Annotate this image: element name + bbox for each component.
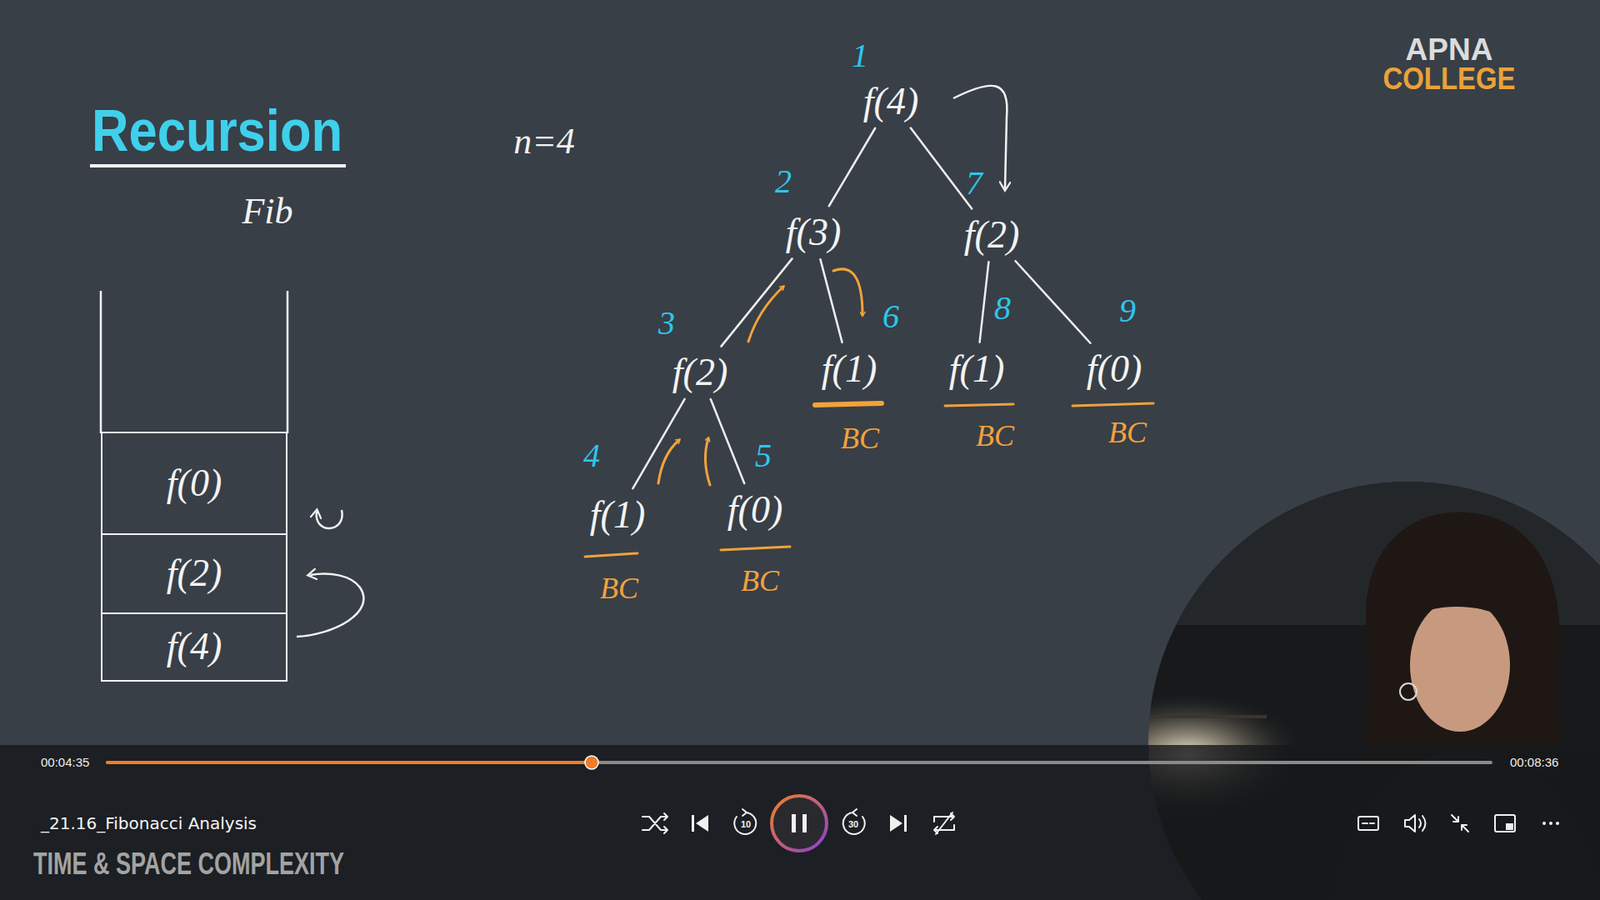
callout-number: 3 xyxy=(658,305,675,342)
call-node: f(0) xyxy=(1080,345,1149,394)
progress-played xyxy=(105,760,592,765)
base-case-underline xyxy=(585,403,1154,557)
note-text: Fib xyxy=(241,191,293,232)
call-edge xyxy=(910,127,972,209)
callout-number: 4 xyxy=(583,437,600,475)
call-node: f(2) xyxy=(665,349,735,397)
course-name: TIME & SPACE COMPLEXITY xyxy=(33,847,345,881)
callout-number: 8 xyxy=(994,290,1011,327)
stack-wall xyxy=(100,290,288,434)
video-title: _21.16_Fibonacci Analysis xyxy=(40,814,257,833)
callout-number: 1 xyxy=(851,37,869,75)
call-edge xyxy=(829,128,875,207)
call-node: f(2) xyxy=(957,211,1026,260)
base-case-tag: BC xyxy=(840,422,880,456)
callout-number: 2 xyxy=(775,163,792,200)
call-edge xyxy=(820,259,842,343)
call-node: f(1) xyxy=(942,345,1011,394)
call-node: f(4) xyxy=(856,78,925,126)
call-edge xyxy=(1015,260,1091,343)
callout-number: 6 xyxy=(882,298,900,335)
call-node: f(1) xyxy=(583,491,652,540)
call-label: f(2) xyxy=(672,351,728,395)
note-text: n=4 xyxy=(513,121,575,162)
frame-label: f(2) xyxy=(166,552,222,595)
progress-track xyxy=(105,760,1493,765)
call-edge xyxy=(710,399,745,484)
call-node: f(0) xyxy=(720,486,790,535)
base-case-tag: BC xyxy=(1108,416,1147,450)
stack-arrow xyxy=(296,574,364,637)
elapsed-time: 00:04:35 xyxy=(40,755,90,770)
base-case-tag: BC xyxy=(600,572,639,606)
logo-word: COLLEGE xyxy=(1382,63,1515,95)
call-node: f(3) xyxy=(779,209,848,257)
callout-number: 5 xyxy=(755,437,772,475)
call-label: f(4) xyxy=(863,80,919,124)
title-underline xyxy=(90,164,346,168)
callout-number: 7 xyxy=(965,165,983,202)
player-bar xyxy=(0,745,1600,900)
call-label: f(1) xyxy=(821,348,877,391)
total-time: 00:08:36 xyxy=(1510,755,1559,770)
callout-number: 9 xyxy=(1119,292,1136,330)
call-edge xyxy=(980,261,990,342)
frame-label: f(0) xyxy=(166,462,222,505)
skip-seconds: 30 xyxy=(848,819,859,830)
stack-frame: f(0) xyxy=(100,431,288,534)
call-label: f(1) xyxy=(949,348,1005,391)
slide-title: Recursion xyxy=(91,101,343,160)
call-label: f(1) xyxy=(590,494,645,537)
stack-arrow xyxy=(316,510,343,529)
call-label: f(3) xyxy=(785,211,841,255)
frame-label: f(4) xyxy=(166,625,222,669)
call-label: f(0) xyxy=(1086,348,1142,391)
pause-bar xyxy=(791,814,796,833)
skip-seconds: 10 xyxy=(740,819,751,830)
base-case-tag: BC xyxy=(975,420,1015,454)
stack-frame: f(2) xyxy=(100,533,288,613)
call-label: f(0) xyxy=(727,489,783,532)
base-case-tag: BC xyxy=(740,565,780,599)
call-label: f(2) xyxy=(964,214,1020,257)
stack-frame: f(4) xyxy=(100,612,288,682)
call-edge xyxy=(720,258,792,346)
progress-knob xyxy=(585,755,599,770)
call-edge xyxy=(632,399,685,489)
play-button xyxy=(771,795,827,851)
call-node: f(1) xyxy=(815,345,884,394)
pause-bar xyxy=(802,814,807,833)
logo-word: APNA xyxy=(1405,34,1494,65)
